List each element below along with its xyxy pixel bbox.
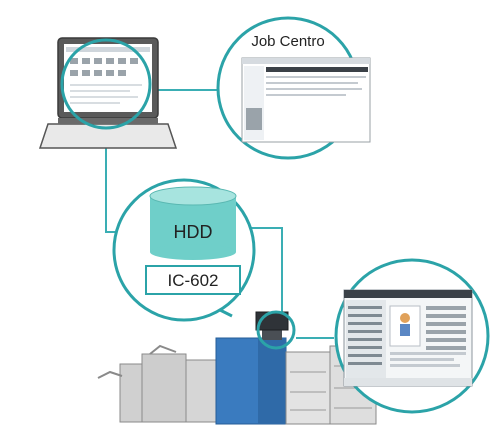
laptop-screen bbox=[64, 44, 152, 112]
panel-screen-thumbnail bbox=[343, 289, 473, 387]
finisher-right bbox=[185, 359, 217, 423]
print-engine-front bbox=[258, 338, 286, 424]
controller-callout: HDD IC-602 bbox=[112, 178, 256, 322]
laptop bbox=[38, 37, 178, 149]
output-tray-top bbox=[149, 344, 177, 355]
laptop-hinge bbox=[58, 118, 158, 124]
laptop-screen-icons bbox=[70, 58, 138, 76]
paper-feeder-1 bbox=[285, 351, 331, 425]
finisher-middle bbox=[141, 353, 187, 423]
printer-system bbox=[97, 310, 377, 425]
hdd-cylinder bbox=[149, 186, 237, 260]
hdd-label: HDD bbox=[174, 222, 213, 242]
laptop-highlight-circle bbox=[60, 38, 152, 130]
panel-callout bbox=[334, 258, 490, 414]
jobcentro-window-thumbnail bbox=[241, 57, 371, 143]
finisher-left bbox=[119, 363, 143, 423]
controller-label: IC-602 bbox=[167, 271, 218, 290]
jobcentro-callout: Job Centro bbox=[216, 16, 371, 160]
jobcentro-title: Job Centro bbox=[251, 33, 324, 50]
controller-label-box bbox=[145, 265, 241, 295]
laptop-screen-titlebar bbox=[66, 47, 150, 52]
control-panel-highlight bbox=[256, 310, 296, 350]
output-tray-left bbox=[97, 370, 123, 379]
